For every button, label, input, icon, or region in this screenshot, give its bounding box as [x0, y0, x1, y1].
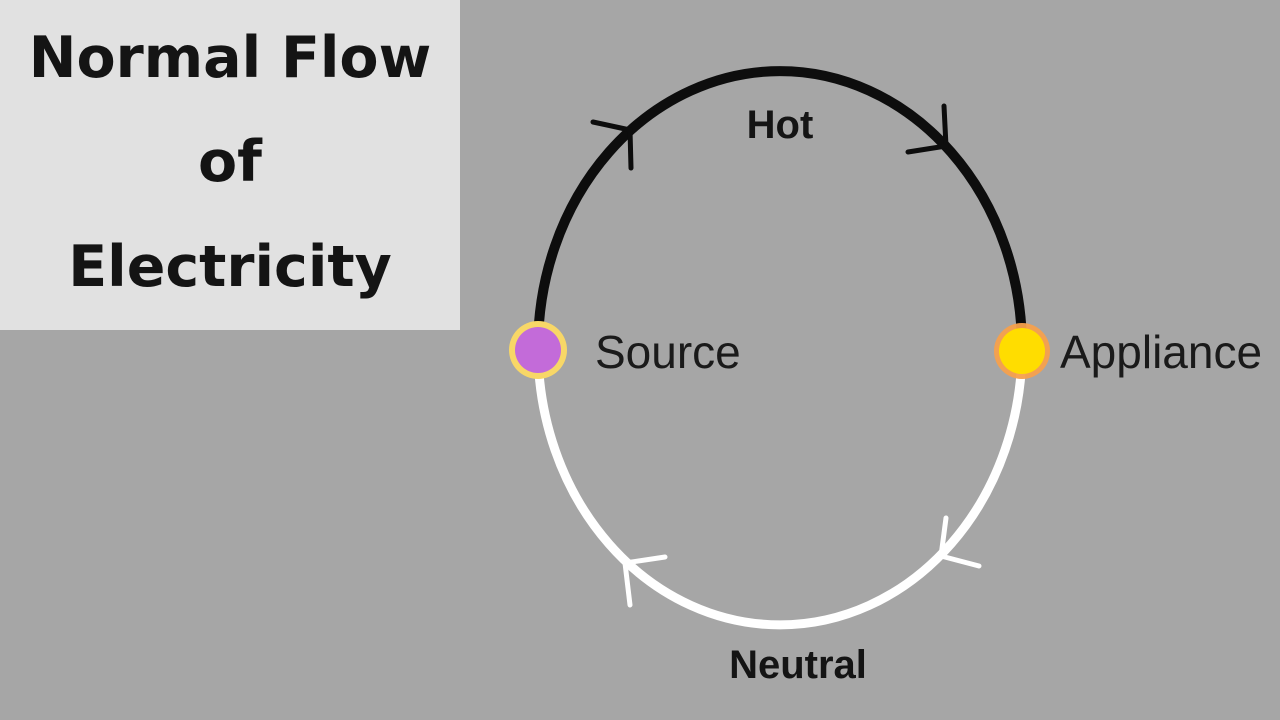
neutral-label: Neutral — [729, 643, 867, 687]
hot-label: Hot — [747, 103, 814, 147]
title-box: Normal Flow of Electricity — [0, 0, 460, 330]
hot-wire-arc — [533, 66, 1027, 353]
hot-flow-arrow-left-icon — [590, 119, 634, 171]
title-line-1: Normal Flow — [28, 24, 432, 91]
hot-flow-arrow-right-icon — [905, 103, 949, 155]
appliance-label: Appliance — [1060, 326, 1262, 378]
source-label: Source — [595, 326, 741, 378]
neutral-wire-arc — [533, 343, 1027, 630]
source-node — [515, 327, 561, 373]
title-line-3: Electricity — [68, 234, 392, 301]
title-line-2: of — [198, 129, 262, 196]
appliance-node — [999, 328, 1045, 374]
neutral-flow-arrow-left-icon — [622, 554, 668, 608]
neutral-flow-arrow-right-icon — [938, 515, 982, 569]
